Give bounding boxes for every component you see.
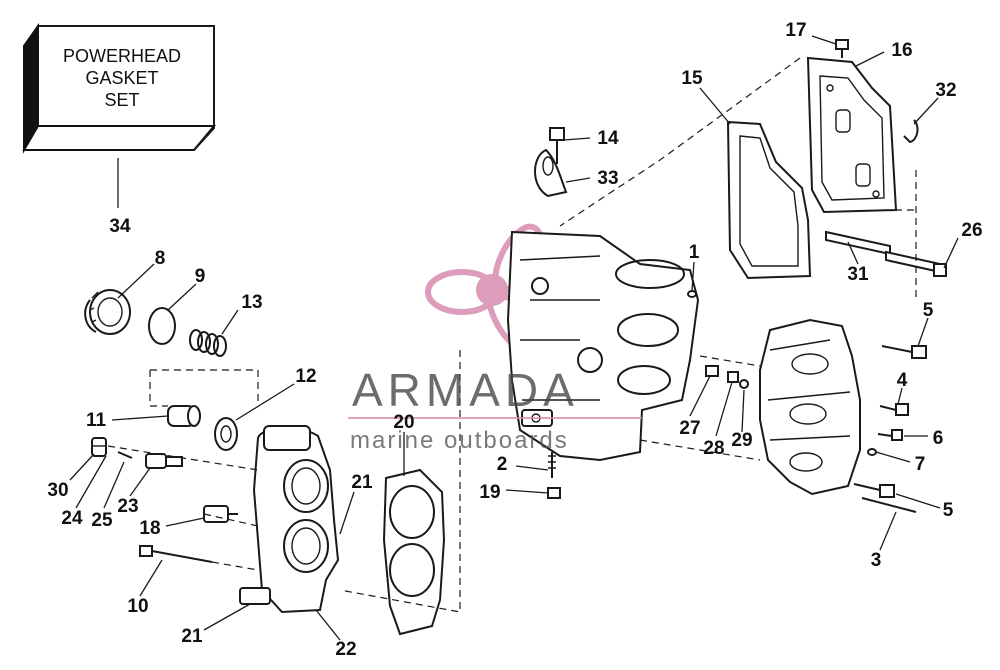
callout-7: 7 — [915, 454, 926, 475]
callout-29: 29 — [731, 430, 752, 451]
callout-22: 22 — [335, 639, 356, 660]
bolt-4 — [879, 403, 909, 416]
head-gasket-20 — [382, 468, 446, 636]
crankcase-half-3 — [759, 318, 861, 496]
callout-14: 14 — [597, 128, 619, 149]
callout-20: 20 — [393, 412, 414, 433]
callout-15: 15 — [681, 68, 703, 89]
cylinder-head-cover-22 — [239, 425, 340, 614]
callout-25: 25 — [91, 510, 113, 531]
callout-19: 19 — [479, 482, 500, 503]
callout-9: 9 — [195, 266, 206, 287]
callout-28: 28 — [703, 438, 724, 459]
callout-2: 2 — [497, 454, 508, 475]
assembly-dash-right — [895, 170, 917, 300]
callout-5-upper: 5 — [923, 300, 934, 321]
callout-1: 1 — [689, 242, 700, 263]
callout-5-lower: 5 — [943, 500, 954, 521]
assembly-dash-center — [339, 350, 461, 613]
callout-10: 10 — [127, 596, 148, 617]
callout-12: 12 — [295, 366, 316, 387]
fitting-30 — [91, 437, 107, 457]
assembly-dash-head — [107, 445, 259, 571]
fitting-26 — [933, 263, 947, 277]
assembly-dash-crankcase — [639, 355, 761, 461]
nut-19 — [547, 487, 561, 499]
callout-33: 33 — [597, 168, 618, 189]
dowel-3 — [861, 497, 917, 513]
callout-6: 6 — [933, 428, 944, 449]
leader-lines — [69, 35, 959, 641]
callout-27: 27 — [679, 418, 700, 439]
box-line-2: GASKET — [85, 68, 158, 88]
bolt-5a — [881, 345, 927, 359]
exhaust-cover-16 — [806, 56, 898, 214]
valve-23 — [145, 453, 183, 469]
callout-8: 8 — [155, 248, 166, 269]
dowel-1 — [687, 290, 697, 298]
gasket-set-box — [22, 22, 217, 154]
callout-16: 16 — [891, 40, 912, 61]
callout-21-upper: 21 — [351, 472, 373, 493]
thermostat-cover-8 — [84, 289, 131, 335]
callout-17: 17 — [785, 20, 806, 41]
screw-6 — [877, 429, 903, 441]
callout-23: 23 — [117, 496, 138, 517]
callout-4: 4 — [897, 370, 908, 391]
callout-26: 26 — [961, 220, 982, 241]
cylinder-block — [506, 230, 700, 462]
callout-30: 30 — [47, 480, 68, 501]
callout-24: 24 — [61, 508, 83, 529]
stud-2 — [548, 452, 556, 478]
callout-13: 13 — [241, 292, 262, 313]
bolt-5b — [853, 483, 895, 498]
pin-7 — [867, 448, 877, 456]
watermark-subtitle: marine outboards — [350, 427, 569, 454]
bolt-10 — [139, 545, 213, 563]
bolt-17 — [835, 39, 849, 58]
thermostat-11 — [167, 405, 201, 427]
callout-34: 34 — [109, 216, 131, 237]
box-line-3: SET — [104, 90, 139, 110]
assembly-dash-left — [149, 369, 259, 407]
assembly-dash-top — [559, 57, 801, 227]
seal-12 — [214, 417, 238, 451]
watermark-title: ARMADA — [352, 364, 579, 416]
plunger-25 — [117, 451, 133, 459]
callout-3: 3 — [871, 550, 882, 571]
callout-32: 32 — [935, 80, 956, 101]
o-ring-9 — [148, 307, 176, 345]
callout-21-lower: 21 — [181, 626, 203, 647]
sensor-18 — [203, 505, 238, 523]
exhaust-gasket-15 — [726, 120, 812, 280]
spring-13 — [189, 329, 227, 357]
callout-31: 31 — [847, 264, 869, 285]
box-line-1: POWERHEAD — [63, 46, 181, 66]
callout-18: 18 — [139, 518, 160, 539]
bolt-14 — [549, 127, 565, 164]
tubes-31 — [825, 230, 941, 274]
fittings-27-28-29 — [705, 365, 749, 389]
callout-11: 11 — [86, 410, 107, 431]
exhaust-hook-33 — [534, 148, 568, 198]
